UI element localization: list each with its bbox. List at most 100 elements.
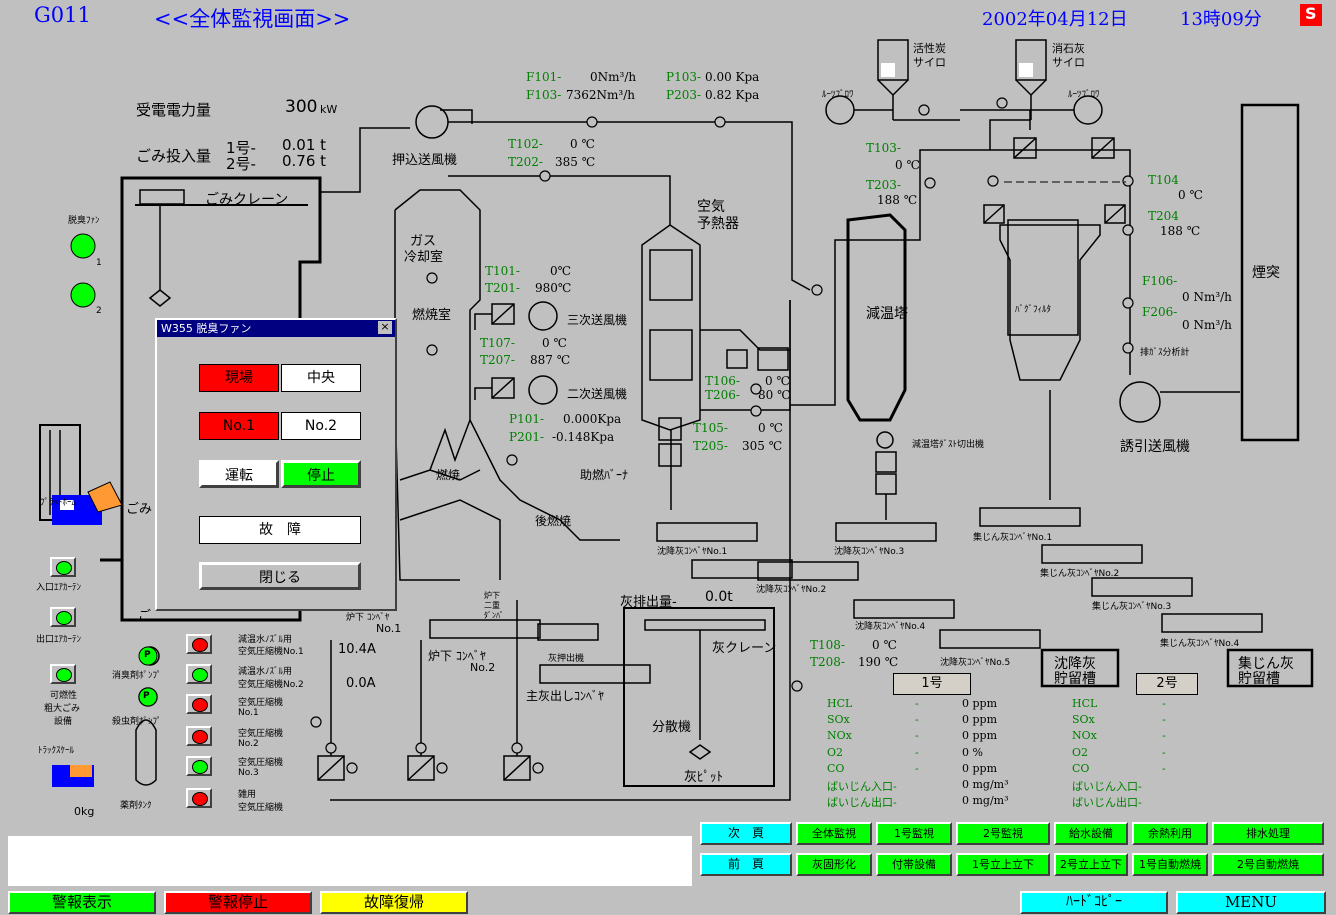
deodor-fan-1: 1 [96, 258, 102, 268]
hardcopy-button[interactable]: ﾊｰﾄﾞｺﾋﾟｰ [1020, 891, 1168, 914]
cooling-tower-label: 減温塔 [866, 306, 908, 322]
central-button[interactable]: 中央 [281, 364, 361, 392]
comp-6a: 雑用 [238, 790, 257, 800]
emission-4-dash: - [915, 761, 919, 775]
header-time: 13時09分 [1180, 9, 1262, 30]
emission-2-name2: NOx [1072, 729, 1097, 743]
alarm-stop-button[interactable]: 警報停止 [164, 891, 312, 914]
t205-value: 305 ℃ [742, 439, 783, 453]
under-conveyor-2-label: 炉下 ｺﾝﾍﾞﾔ [428, 649, 486, 663]
t206-label: T206- [705, 388, 740, 402]
t203-value: 188 ℃ [877, 193, 918, 207]
t102-value: 0 ℃ [570, 137, 595, 151]
exit-air-lamp[interactable] [50, 607, 76, 627]
nav-r1-4-button[interactable]: 余熱利用 [1132, 822, 1208, 845]
truck-scale-value: 0kg [74, 805, 95, 818]
ash-crane-label: 灰クレーン [712, 641, 777, 656]
emission-5-name: ばいじん入口- [827, 780, 897, 793]
dialog-close-button[interactable]: 閉じる [199, 562, 361, 590]
deodor-fan-label: 脱臭ﾌｧﾝ [68, 216, 100, 226]
combustible-label-1: 可燃性 [50, 691, 78, 701]
deodor-fan-2: 2 [96, 306, 102, 316]
nav-r2-0-button[interactable]: 灰固形化 [796, 853, 872, 876]
p201-label: P201- [509, 430, 545, 444]
nav-r2-3-button[interactable]: 2号立上立下 [1054, 853, 1128, 876]
dialog-close-icon[interactable]: × [378, 321, 392, 334]
comp-4a: 空気圧縮機 [238, 729, 284, 739]
nav-r2-2-button[interactable]: 1号立上立下 [956, 853, 1050, 876]
local-button[interactable]: 現場 [199, 364, 279, 392]
afterburn-label: 後燃焼 [535, 514, 572, 528]
push-fan-label: 押込送風機 [392, 153, 458, 168]
t207-label: T207- [480, 353, 515, 367]
dust-conveyor-3-label: 集じん灰ｺﾝﾍﾞﾔNo.3 [1092, 602, 1172, 612]
power-value: 300 [285, 97, 318, 117]
preheater-label-2: 予熱器 [697, 216, 739, 232]
dialog-title: W355 脱臭ファン [161, 322, 252, 335]
t101-label: T101- [485, 264, 520, 278]
combustible-lamp[interactable] [50, 664, 76, 684]
emission-1-dash2: - [1162, 713, 1166, 727]
nav-r1-3-button[interactable]: 給水設備 [1054, 822, 1128, 845]
t104-value: 0 ℃ [1178, 188, 1203, 202]
settle-conveyor-4-label: 沈降灰ｺﾝﾍﾞﾔNo.4 [855, 622, 926, 632]
nav-r2-4-button[interactable]: 1号自動燃焼 [1132, 853, 1208, 876]
compressor-lamp-1[interactable] [186, 634, 212, 654]
compressor-lamp-2[interactable] [186, 664, 212, 684]
preheater-label-1: 空気 [697, 199, 725, 215]
no1-button[interactable]: No.1 [199, 412, 279, 440]
message-area [8, 836, 692, 886]
roots-blower-2-label: ﾙｰﾂﾌﾞﾛﾜ [1068, 90, 1100, 100]
compressor-lamp-6[interactable] [186, 788, 212, 808]
fault-reset-button[interactable]: 故障復帰 [320, 891, 468, 914]
emission-2-name: NOx [827, 729, 852, 743]
t207-value: 887 ℃ [530, 353, 571, 367]
t105-label: T105- [693, 421, 728, 435]
nav-r2-1-button[interactable]: 付帯設備 [876, 853, 952, 876]
exit-air-label: 出口ｴｱｶｰﾃﾝ [36, 635, 82, 645]
t106-label: T106- [705, 374, 740, 388]
deodor-pump-label: 消臭剤ﾎﾟﾝﾌﾟ [112, 671, 162, 681]
main-conveyor-label: 主灰出しｺﾝﾍﾞﾔ [526, 689, 605, 703]
insect-pump-label: 殺虫剤ﾎﾟﾝﾌﾟ [112, 717, 162, 727]
t204-label: T204 [1148, 209, 1179, 223]
emission-3-name2: O2 [1072, 745, 1089, 759]
waste-2-label: 2号- [226, 155, 256, 173]
nav-r2-5-button[interactable]: 2号自動燃焼 [1212, 853, 1324, 876]
nav-r1-5-button[interactable]: 排水処理 [1212, 822, 1324, 845]
compressor-lamp-4[interactable] [186, 726, 212, 746]
menu-button[interactable]: MENU [1176, 891, 1326, 914]
lime-silo-label-2: サイロ [1052, 56, 1085, 69]
no2-button[interactable]: No.2 [281, 412, 361, 440]
t107-value: 0 ℃ [542, 336, 567, 350]
tertiary-fan-label: 三次送風機 [567, 313, 628, 327]
carbon-silo-label-1: 活性炭 [913, 42, 946, 55]
t202-value: 385 ℃ [555, 155, 596, 169]
crane-label: ごみクレーン [205, 192, 289, 208]
stop-button[interactable]: 停止 [281, 460, 361, 488]
emission-5-name2: ばいじん入口- [1072, 780, 1142, 793]
comp-5a: 空気圧縮機 [238, 758, 284, 768]
f206-value: 0 Nm³/h [1182, 318, 1232, 332]
dust-tank-label-1: 集じん灰 [1238, 656, 1294, 672]
entry-air-lamp[interactable] [50, 557, 76, 577]
combustible-label-3: 設備 [54, 717, 73, 727]
alarm-display-button[interactable]: 警報表示 [8, 891, 156, 914]
f103-label: F103- [526, 88, 562, 102]
f106-value: 0 Nm³/h [1182, 290, 1232, 304]
nav-r1-1-button[interactable]: 1号監視 [876, 822, 952, 845]
p103-value: 0.00 Kpa [705, 70, 760, 84]
settle-tank-label-2: 貯留槽 [1054, 671, 1096, 687]
prev-page-button[interactable]: 前 頁 [700, 853, 792, 876]
power-unit: kW [320, 103, 338, 116]
emission-3-dash: - [915, 745, 919, 759]
next-page-button[interactable]: 次 頁 [700, 822, 792, 845]
compressor-lamp-3[interactable] [186, 694, 212, 714]
under-conveyor-1-no: No.1 [376, 622, 402, 635]
compressor-lamp-5[interactable] [186, 756, 212, 776]
emission-6-name: ばいじん出口- [827, 796, 897, 810]
nav-r1-2-button[interactable]: 2号監視 [956, 822, 1050, 845]
run-button[interactable]: 運転 [199, 460, 279, 488]
nav-r1-0-button[interactable]: 全体監視 [796, 822, 872, 845]
